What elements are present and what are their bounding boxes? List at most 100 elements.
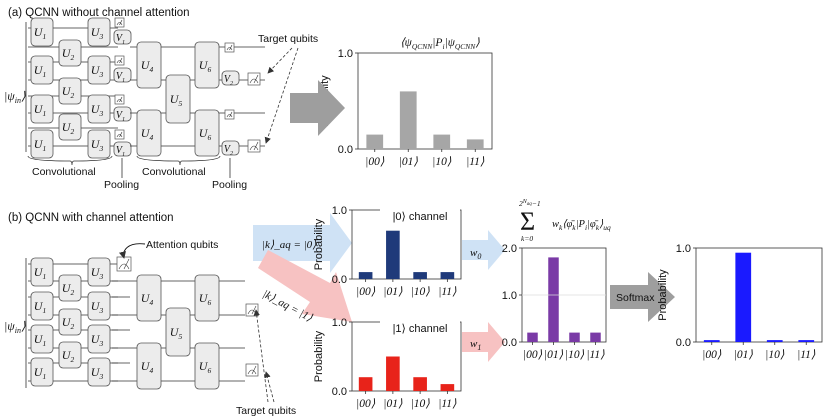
- pool-meter-3-needle: [119, 131, 123, 138]
- bar-3: [440, 384, 455, 391]
- x-tick-label: |11⟩: [586, 349, 605, 361]
- u3-gate-1: [87, 55, 111, 85]
- softmax-label: Softmax: [616, 292, 655, 304]
- v2-gate-0: [221, 70, 240, 86]
- u3b-gate-0: [87, 257, 111, 287]
- final-meter-1-needle: [253, 141, 259, 151]
- arrow-to-chart-a: [290, 80, 345, 136]
- w0-label: w0: [470, 247, 481, 261]
- u2b-gate-2: [58, 341, 82, 369]
- conv1-label: Convolutional: [32, 166, 96, 178]
- v2-gate-1-label: V2: [224, 144, 233, 157]
- bar-2: [413, 272, 427, 279]
- bar-0: [366, 134, 384, 149]
- y-tick-label: 1.0: [676, 243, 691, 255]
- input-state-b: |ψin⟩: [4, 319, 26, 335]
- bar-2: [433, 134, 451, 149]
- circuit-a: |ψin⟩U1U1U1U1U2U2U2U3U3U3U3V1V1V1V1U4U4U…: [4, 17, 265, 191]
- x-tick-label: |11⟩: [438, 398, 457, 410]
- y-tick-label: 1.0: [338, 48, 353, 60]
- channel1-label-bg: [380, 319, 460, 336]
- v1-gate-3: [113, 141, 132, 157]
- channel1-title: |1⟩ channel: [393, 323, 448, 335]
- input-state-a: |ψin⟩: [4, 89, 26, 105]
- x-tick-label: |10⟩: [411, 286, 431, 298]
- channel0-label-bg: [380, 207, 460, 224]
- attention-qubits-label: Attention qubits: [146, 239, 218, 251]
- v1-gate-2-label: V1: [116, 110, 125, 123]
- w1-label: w1: [470, 338, 481, 352]
- x-tick-label: |00⟩: [365, 156, 385, 168]
- x-tick-label: |00⟩: [523, 349, 543, 361]
- y-axis-label: Probability: [657, 269, 669, 321]
- bar-3: [798, 340, 815, 342]
- u2b-gate-0: [58, 274, 82, 302]
- x-tick-label: |01⟩: [399, 156, 419, 168]
- final-meter-0-needle: [253, 74, 259, 84]
- svg-text:2Naq−1: 2Naq−1: [519, 199, 541, 208]
- bar-1: [386, 356, 400, 391]
- u1-gate-0: [30, 17, 54, 47]
- pool-meter-1-needle: [119, 57, 123, 64]
- bar-1: [548, 257, 559, 342]
- y-tick-label: 1.0: [332, 317, 347, 329]
- x-tick-label: |10⟩: [411, 398, 431, 410]
- x-tick-label: |11⟩: [466, 156, 485, 168]
- x-tick-label: |01⟩: [383, 286, 403, 298]
- x-tick-label: |11⟩: [797, 349, 816, 361]
- bar-0: [527, 332, 538, 342]
- u1-gate-2: [30, 94, 54, 124]
- u2-gate-2: [58, 113, 82, 141]
- bar-2: [413, 377, 427, 391]
- v1-gate-0-label: V1: [116, 33, 125, 46]
- x-tick-label: |10⟩: [432, 156, 452, 168]
- weighted-sum-formula: 2Naq−1 Σ k=0 wk⟨φ̄k|Pi|φ̄k⟩uq: [519, 199, 611, 243]
- chart-weighted-sum: 0.01.02.0|00⟩|01⟩|10⟩|11⟩: [502, 243, 607, 361]
- pool-meter-0-needle: [119, 19, 123, 26]
- bar-3: [466, 139, 484, 149]
- bar-2: [569, 332, 580, 342]
- y-tick-label: 1.0: [502, 290, 517, 302]
- u1b-gate-0: [30, 257, 54, 287]
- x-tick-label: |00⟩: [356, 398, 376, 410]
- final-meter-0-arc: [249, 78, 259, 84]
- y-tick-label: 2.0: [502, 243, 517, 255]
- chart-a-title: ⟨ψQCNN|Pi|ψQCNN⟩: [400, 37, 480, 51]
- bar-3: [590, 332, 601, 342]
- w0-arrow: [462, 230, 505, 270]
- final-meter-b1-arc: [247, 369, 257, 375]
- u4-gate-0: [136, 41, 162, 89]
- svg-text:k=0: k=0: [521, 234, 533, 243]
- x-tick-label: |00⟩: [702, 349, 722, 361]
- x-tick-label: |01⟩: [544, 349, 564, 361]
- u4b-gate-1: [136, 342, 162, 390]
- v1-gate-1: [113, 67, 132, 83]
- svg-text:wk⟨φ̄k|Pi|φ̄k⟩uq: wk⟨φ̄k|Pi|φ̄k⟩uq: [552, 219, 611, 232]
- w1-arrow: [462, 322, 505, 362]
- plot-frame: [695, 247, 823, 343]
- u2-gate-0: [58, 39, 82, 67]
- u1-gate-1: [30, 55, 54, 85]
- x-tick-label: |01⟩: [734, 349, 754, 361]
- v2-gate-0-label: V2: [224, 74, 233, 87]
- v1-gate-1-label: V1: [116, 71, 125, 84]
- v1-gate-3-label: V1: [116, 145, 125, 158]
- u5-gate: [165, 74, 191, 124]
- y-axis-label: Probability: [313, 218, 325, 270]
- pool1-label: Pooling: [104, 179, 139, 191]
- chart-channel0: 0.01.0|00⟩|01⟩|10⟩|11⟩Probability|0⟩ cha…: [313, 205, 462, 298]
- x-tick-label: |11⟩: [438, 286, 457, 298]
- bar-1: [399, 91, 417, 149]
- u3b-gate-1: [87, 291, 111, 321]
- plot-frame: [357, 52, 493, 150]
- x-tick-label: |00⟩: [356, 286, 376, 298]
- attention-meter-needle: [123, 258, 130, 270]
- target-pointer-a2: [264, 47, 299, 144]
- bar-0: [358, 272, 373, 279]
- u1-gate-3: [30, 129, 54, 159]
- u1b-gate-2: [30, 324, 54, 354]
- channel0-arrow-label: |k⟩_aq = |0⟩: [262, 239, 317, 251]
- conv1-brace: [27, 155, 113, 166]
- chart-channel1: 0.01.0|00⟩|01⟩|10⟩|11⟩Probability|1⟩ cha…: [313, 317, 462, 410]
